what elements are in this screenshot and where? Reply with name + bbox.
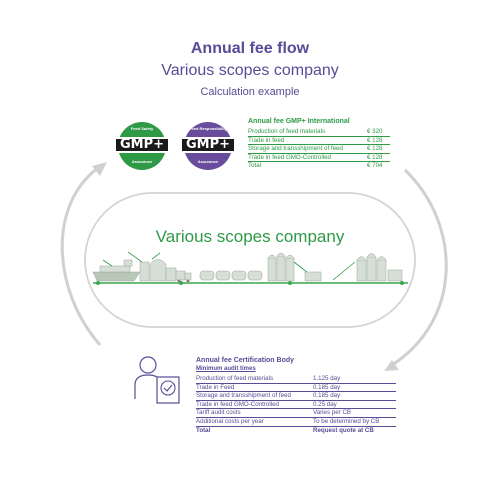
- table-row: Trade in Feed 0.185 day: [196, 384, 396, 393]
- feed-silos-icon: [139, 252, 177, 282]
- ship-icon: [92, 251, 143, 282]
- cb-fee-title: Annual fee Certification Body: [196, 357, 295, 364]
- row-value: Varies per CB: [313, 409, 352, 417]
- company-outline: [84, 192, 416, 328]
- page-subtitle: Various scopes company: [161, 62, 339, 79]
- truck-icon: [175, 270, 192, 283]
- table-row: Storage and transshipment of feed € 128: [248, 145, 390, 154]
- flow-arrow-left-head: [92, 162, 107, 176]
- logo-band-text: GMP+: [114, 137, 170, 153]
- row-label: Tariff audit costs: [196, 409, 241, 417]
- row-value: € 128: [367, 145, 383, 153]
- train-icon: [199, 270, 263, 281]
- row-value: To be determined by CB: [313, 417, 380, 425]
- row-label: Production of feed materials: [196, 375, 274, 382]
- page-title: Annual fee flow: [190, 40, 310, 57]
- gmp-fee-title: Annual fee GMP+ International: [248, 118, 350, 125]
- gmp-fee-table: Annual fee GMP+ International Production…: [248, 118, 390, 170]
- row-label: Production of feed materials: [248, 128, 326, 135]
- flow-arrow-right: [391, 168, 448, 367]
- table-row-total: Total € 704: [248, 162, 390, 170]
- row-value: 0.185 day: [313, 383, 341, 391]
- table-row: Trade in feed GMO-Controlled 0.25 day: [196, 401, 396, 410]
- auditor-certificate-icon: [134, 356, 180, 404]
- table-row: Storage and transshipment of feed 0.185 d…: [196, 392, 396, 401]
- flow-arrow-left: [60, 166, 102, 346]
- table-row: Tariff audit costs Varies per CB: [196, 409, 396, 418]
- logo-top-text: Feed Responsibility: [189, 126, 227, 131]
- table-row: Trade in feed GMO-Controlled € 128: [248, 154, 390, 163]
- row-label: Total: [248, 162, 262, 170]
- gmp-feed-responsibility-logo: Feed Responsibility GMP+ Assurance: [180, 122, 236, 170]
- row-label: Trade in feed GMO-Controlled: [248, 153, 331, 161]
- row-value: 0.25 day: [313, 400, 337, 408]
- logo-bottom-text: Assurance: [131, 159, 153, 164]
- row-label: Additional costs per year: [196, 417, 264, 425]
- table-row: Trade in feed € 128: [248, 137, 390, 146]
- row-value: 1.125 day: [313, 375, 341, 382]
- logo-band-text: GMP+: [180, 137, 236, 153]
- ground-dot-4: [400, 281, 404, 285]
- row-label: Trade in feed: [248, 136, 285, 144]
- row-label: Storage and transshipment of feed: [248, 145, 343, 153]
- row-label: Total: [196, 426, 211, 434]
- factory-icon: [332, 253, 403, 282]
- row-value: € 128: [367, 136, 383, 144]
- ground-dot-3: [288, 281, 292, 285]
- row-value: 0.185 day: [313, 392, 341, 400]
- table-row: Additional costs per year To be determine…: [196, 418, 396, 427]
- row-label: Storage and transshipment of feed: [196, 392, 291, 400]
- row-value: € 128: [367, 153, 383, 161]
- logo-bottom-text: Assurance: [197, 159, 219, 164]
- row-value: € 320: [367, 128, 383, 135]
- page-caption: Calculation example: [200, 86, 300, 98]
- flow-arrow-right-head: [384, 360, 399, 371]
- gmp-feed-safety-logo: Feed Safety GMP+ Assurance: [114, 122, 170, 170]
- ground-dot-1: [96, 281, 100, 285]
- cb-fee-subtitle: Minimum audit times: [196, 366, 256, 372]
- row-label: Trade in Feed: [196, 383, 235, 391]
- table-row: Production of feed materials € 320: [248, 128, 390, 137]
- row-label: Trade in feed GMO-Controlled: [196, 400, 279, 408]
- logo-top-text: Feed Safety: [130, 126, 154, 131]
- company-label: Various scopes company: [155, 227, 345, 246]
- storage-silos-icon: [267, 252, 322, 282]
- table-row-total: Total Request quote at CB: [196, 427, 396, 435]
- row-value: Request quote at CB: [313, 426, 374, 434]
- row-value: € 704: [367, 162, 383, 170]
- cb-fee-table: Annual fee Certification Body Minimum au…: [196, 357, 396, 434]
- table-row: Production of feed materials 1.125 day: [196, 375, 396, 384]
